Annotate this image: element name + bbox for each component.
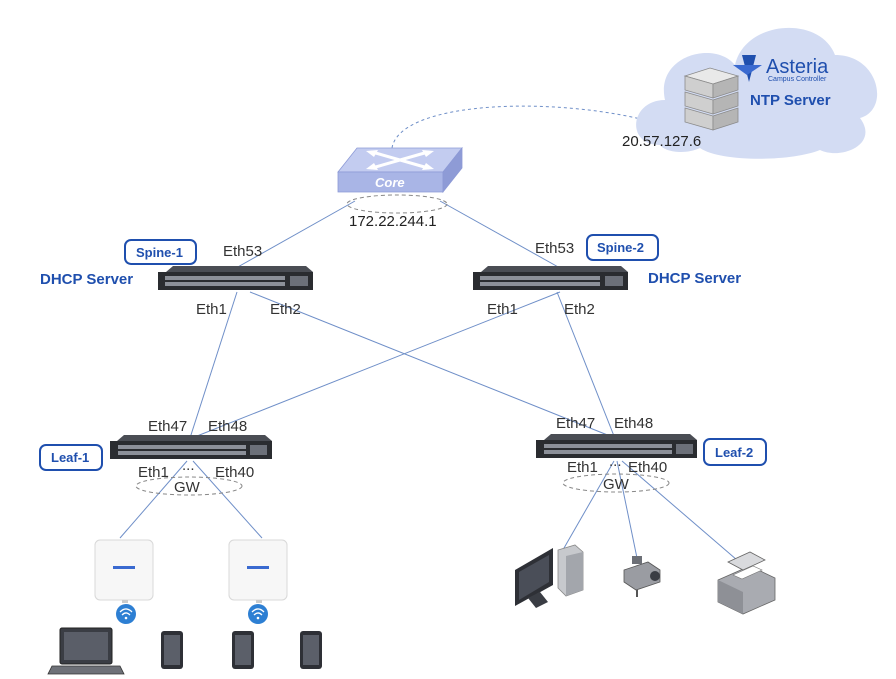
leaf1-port-eth1: Eth1: [138, 464, 169, 481]
spine2-port-eth1: Eth1: [487, 301, 518, 318]
wifi-icon: [248, 604, 268, 624]
server-stack-icon: [683, 67, 740, 131]
spine1-port-eth2: Eth2: [270, 301, 301, 318]
spine1-uplink-port: Eth53: [223, 243, 262, 260]
link-leaf2-desktop: [559, 460, 615, 556]
leaf1-port-eth40: Eth40: [215, 464, 254, 481]
core-switch-label: Core: [375, 175, 405, 190]
leaf2-uplink-eth47: Eth47: [556, 415, 595, 432]
link-spine2-leaf1: [191, 291, 561, 439]
spine1-badge-text: Spine-1: [136, 245, 183, 260]
leaf1-port-dots: ...: [182, 457, 195, 474]
asteria-logo-subtitle: Campus Controller: [768, 76, 827, 83]
core-switch-icon: [337, 146, 463, 194]
spine1-switch-icon: [158, 266, 313, 290]
laptop-icon: [47, 627, 125, 675]
core-ip-ellipse: [346, 194, 448, 214]
phone-icon: [232, 631, 254, 669]
leaf1-uplink-eth47: Eth47: [148, 418, 187, 435]
link-core-spine2: [439, 200, 561, 269]
leaf2-switch-icon: [536, 434, 697, 458]
wifi-icon: [116, 604, 136, 624]
desktop-icon: [515, 544, 584, 608]
link-core-ntp-dashed: [391, 105, 661, 149]
asteria-logo-name: Asteria: [766, 56, 829, 78]
spine2-badge: [586, 234, 659, 261]
link-leaf1-ap1: [119, 460, 188, 539]
link-spine1-leaf1: [189, 291, 238, 439]
spine1-role-label: DHCP Server: [40, 271, 133, 288]
leaf1-gw-label: GW: [174, 479, 201, 496]
phone-icon: [300, 631, 322, 669]
leaf2-port-dots: ...: [609, 453, 622, 470]
phone-icon: [161, 631, 183, 669]
leaf2-port-eth40: Eth40: [628, 459, 667, 476]
cloud-icon: [636, 27, 878, 159]
access-point-1-icon: [94, 539, 154, 603]
leaf2-gw-label: GW: [603, 476, 630, 493]
spine2-switch-icon: [473, 266, 628, 290]
access-point-2-icon: [228, 539, 288, 603]
leaf2-badge: [703, 438, 767, 466]
link-core-spine1: [235, 200, 356, 269]
asteria-logo: Asteria Campus Controller: [733, 55, 829, 83]
spine2-uplink-port: Eth53: [535, 240, 574, 257]
link-leaf2-printer: [621, 460, 738, 561]
spine2-badge-text: Spine-2: [597, 240, 644, 255]
ntp-server-ip: 20.57.127.6: [622, 133, 701, 150]
links: [119, 200, 738, 561]
leaf1-badge-text: Leaf-1: [51, 450, 89, 465]
link-leaf1-ap2: [192, 460, 263, 539]
link-spine2-leaf2: [556, 291, 615, 437]
ntp-server-label: NTP Server: [750, 92, 831, 109]
leaf2-badge-text: Leaf-2: [715, 445, 753, 460]
spine1-badge: [124, 239, 197, 265]
leaf1-badge: [39, 444, 103, 471]
spine1-port-eth1: Eth1: [196, 301, 227, 318]
link-leaf2-camera: [616, 460, 638, 559]
spine2-role-label: DHCP Server: [648, 270, 741, 287]
leaf1-gw-ellipse: [135, 476, 243, 496]
leaf1-switch-icon: [110, 435, 272, 459]
leaf2-port-eth1: Eth1: [567, 459, 598, 476]
link-spine1-leaf2: [249, 291, 611, 437]
core-ip-label: 172.22.244.1: [349, 213, 437, 230]
spine2-port-eth2: Eth2: [564, 301, 595, 318]
printer-icon: [717, 551, 776, 615]
leaf2-gw-ellipse: [562, 473, 670, 493]
leaf1-uplink-eth48: Eth48: [208, 418, 247, 435]
camera-icon: [623, 556, 661, 597]
leaf2-uplink-eth48: Eth48: [614, 415, 653, 432]
